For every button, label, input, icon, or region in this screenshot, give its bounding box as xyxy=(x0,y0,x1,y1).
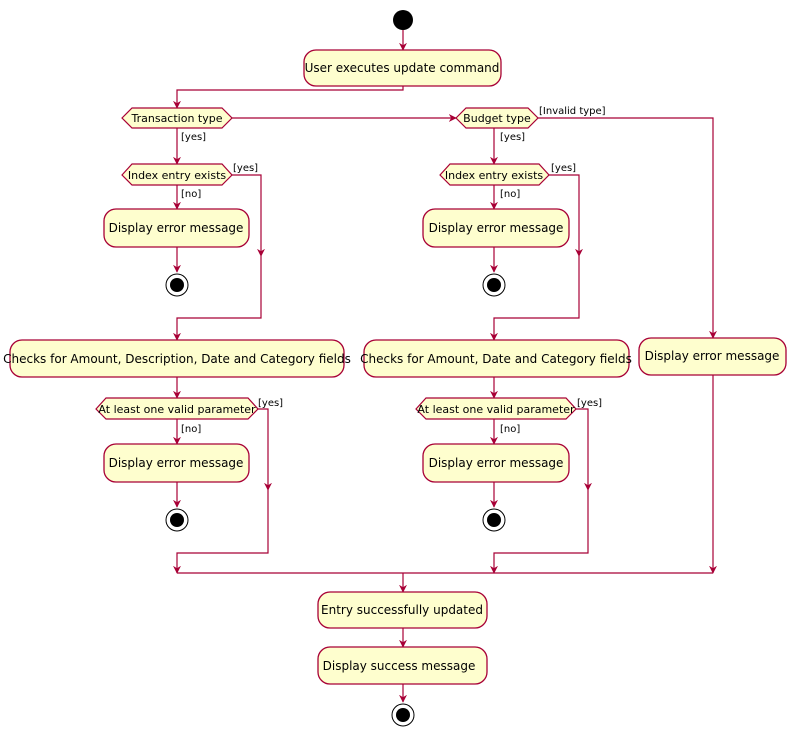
decision-tx-valid-param[interactable]: At least one valid parameter xyxy=(95,397,259,420)
activity-bg-error-index-label: Display error message xyxy=(429,221,564,235)
activity-entry-updated-label: Entry successfully updated xyxy=(321,603,483,617)
decision-tx-index-exists-label: Index entry exists xyxy=(128,169,227,182)
decision-tx-valid-param-label: At least one valid parameter xyxy=(98,403,256,416)
activity-tx-error-index[interactable]: Display error message xyxy=(103,208,250,248)
decision-bg-index-exists-label: Index entry exists xyxy=(445,169,544,182)
stop-node-tx-param xyxy=(165,508,189,532)
decision-transaction-type-label: Transaction type xyxy=(131,112,223,125)
stop-node-tx-index xyxy=(165,273,189,297)
edge-tx-param-yes-down xyxy=(258,408,272,491)
activity-invalid-error[interactable]: Display error message xyxy=(638,337,787,376)
activity-tx-error-param-label: Display error message xyxy=(109,456,244,470)
activity-display-success-label: Display success message xyxy=(323,659,476,673)
guard-bg-index-yes: [yes] xyxy=(551,163,576,174)
guard-tx-param-no: [no] xyxy=(181,424,201,435)
guard-bg-param-no: [no] xyxy=(500,424,520,435)
edge-bg-param-to-merge xyxy=(490,490,589,574)
activity-user-executes[interactable]: User executes update command xyxy=(303,49,502,87)
stop-node-final xyxy=(391,703,415,727)
activity-bg-error-param[interactable]: Display error message xyxy=(422,443,570,483)
edge-user-executes-to-transaction-type xyxy=(173,86,404,109)
stop-node-bg-index xyxy=(482,273,506,297)
activity-tx-checks-label: Checks for Amount, Description, Date and… xyxy=(3,352,351,366)
decision-bg-valid-param-label: At least one valid parameter xyxy=(417,403,575,416)
guard-labels: [yes] [yes] [Invalid type] [yes] [no] [y… xyxy=(181,106,606,435)
activity-tx-error-index-label: Display error message xyxy=(109,221,244,235)
activity-bg-error-index[interactable]: Display error message xyxy=(422,208,570,248)
guard-tx-index-yes: [yes] xyxy=(233,163,258,174)
guard-bg-param-yes: [yes] xyxy=(577,398,602,409)
decision-bg-valid-param[interactable]: At least one valid parameter xyxy=(415,397,577,420)
decision-budget-type-label: Budget type xyxy=(463,112,531,125)
edge-bg-param-yes-down xyxy=(576,408,592,491)
decision-budget-type[interactable]: Budget type xyxy=(455,107,539,129)
activity-invalid-error-label: Display error message xyxy=(645,349,780,363)
guard-invalid-type: [Invalid type] xyxy=(539,106,606,117)
guard-tx-type-yes: [yes] xyxy=(181,132,206,143)
guard-bg-type-yes: [yes] xyxy=(500,132,525,143)
edge-tx-index-merge xyxy=(173,256,262,341)
activity-bg-checks[interactable]: Checks for Amount, Date and Category fie… xyxy=(360,339,632,378)
activity-bg-error-param-label: Display error message xyxy=(429,456,564,470)
activity-tx-checks[interactable]: Checks for Amount, Description, Date and… xyxy=(3,339,351,378)
connectors xyxy=(173,30,717,703)
guard-bg-index-no: [no] xyxy=(500,189,520,200)
decision-bg-index-exists[interactable]: Index entry exists xyxy=(439,163,550,186)
activity-bg-checks-label: Checks for Amount, Date and Category fie… xyxy=(360,352,632,366)
activity-entry-updated[interactable]: Entry successfully updated xyxy=(317,591,488,629)
guard-tx-param-yes: [yes] xyxy=(258,398,283,409)
activity-display-success[interactable]: Display success message xyxy=(317,646,488,685)
edge-bg-index-merge xyxy=(490,256,580,341)
stop-node-bg-param xyxy=(482,508,506,532)
decision-transaction-type[interactable]: Transaction type xyxy=(121,107,233,129)
guard-tx-index-no: [no] xyxy=(181,189,201,200)
decision-tx-index-exists[interactable]: Index entry exists xyxy=(121,163,233,186)
activity-user-executes-label: User executes update command xyxy=(305,61,500,75)
edge-tx-param-to-merge xyxy=(173,490,269,574)
edge-tx-index-yes-down xyxy=(232,174,265,257)
activity-tx-error-param[interactable]: Display error message xyxy=(103,443,250,483)
edge-budget-invalid-to-error xyxy=(538,117,717,339)
edge-bg-index-yes-down xyxy=(549,174,583,257)
start-node xyxy=(393,10,413,30)
